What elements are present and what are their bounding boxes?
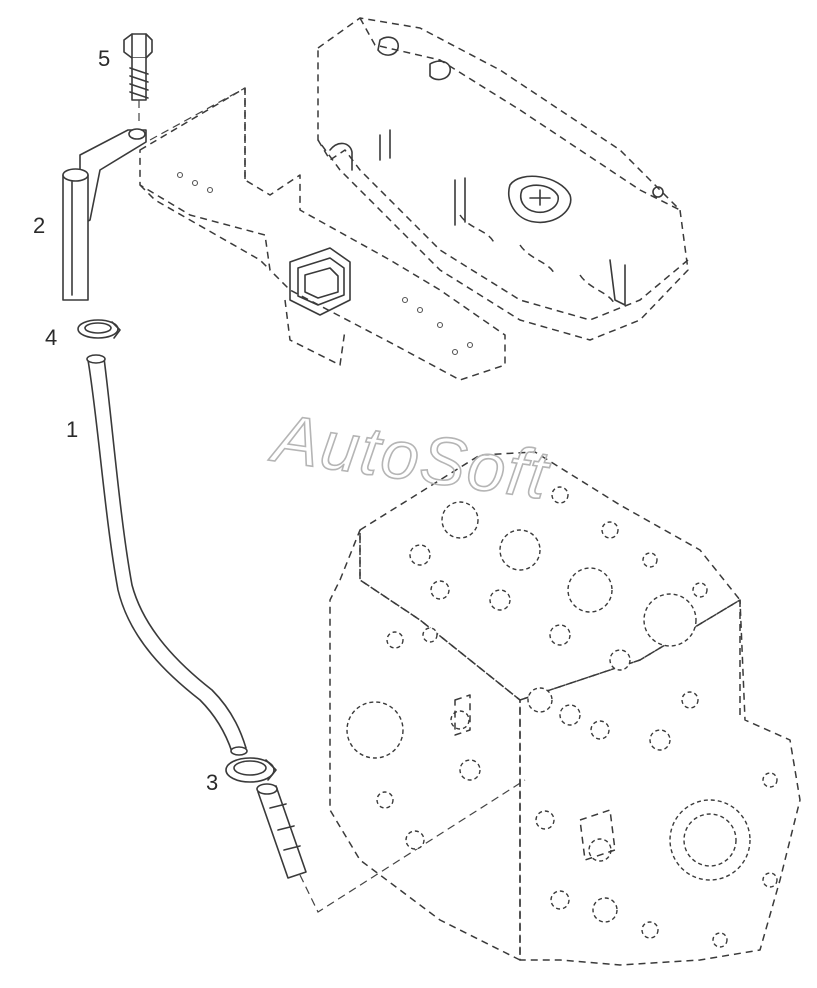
- callout-4: 4: [45, 325, 57, 350]
- tube-fitting: [256, 783, 307, 879]
- dipstick-tube: [86, 354, 248, 756]
- leader-fitting-to-block: [299, 779, 526, 913]
- callout-1: 1: [66, 417, 78, 442]
- engine-block: [329, 451, 801, 966]
- mounting-plate: [139, 87, 506, 381]
- upper-clamp: [77, 319, 121, 339]
- valve-cover: [317, 17, 689, 341]
- callout-2: 2: [33, 213, 45, 238]
- callout-5: 5: [98, 46, 110, 71]
- lower-clamp: [225, 757, 277, 783]
- leader-bracket-to-plate: [149, 87, 246, 141]
- watermark: AutoSoft: [265, 400, 555, 515]
- callout-3: 3: [206, 770, 218, 795]
- bolt: [123, 33, 153, 101]
- bracket: [62, 128, 147, 301]
